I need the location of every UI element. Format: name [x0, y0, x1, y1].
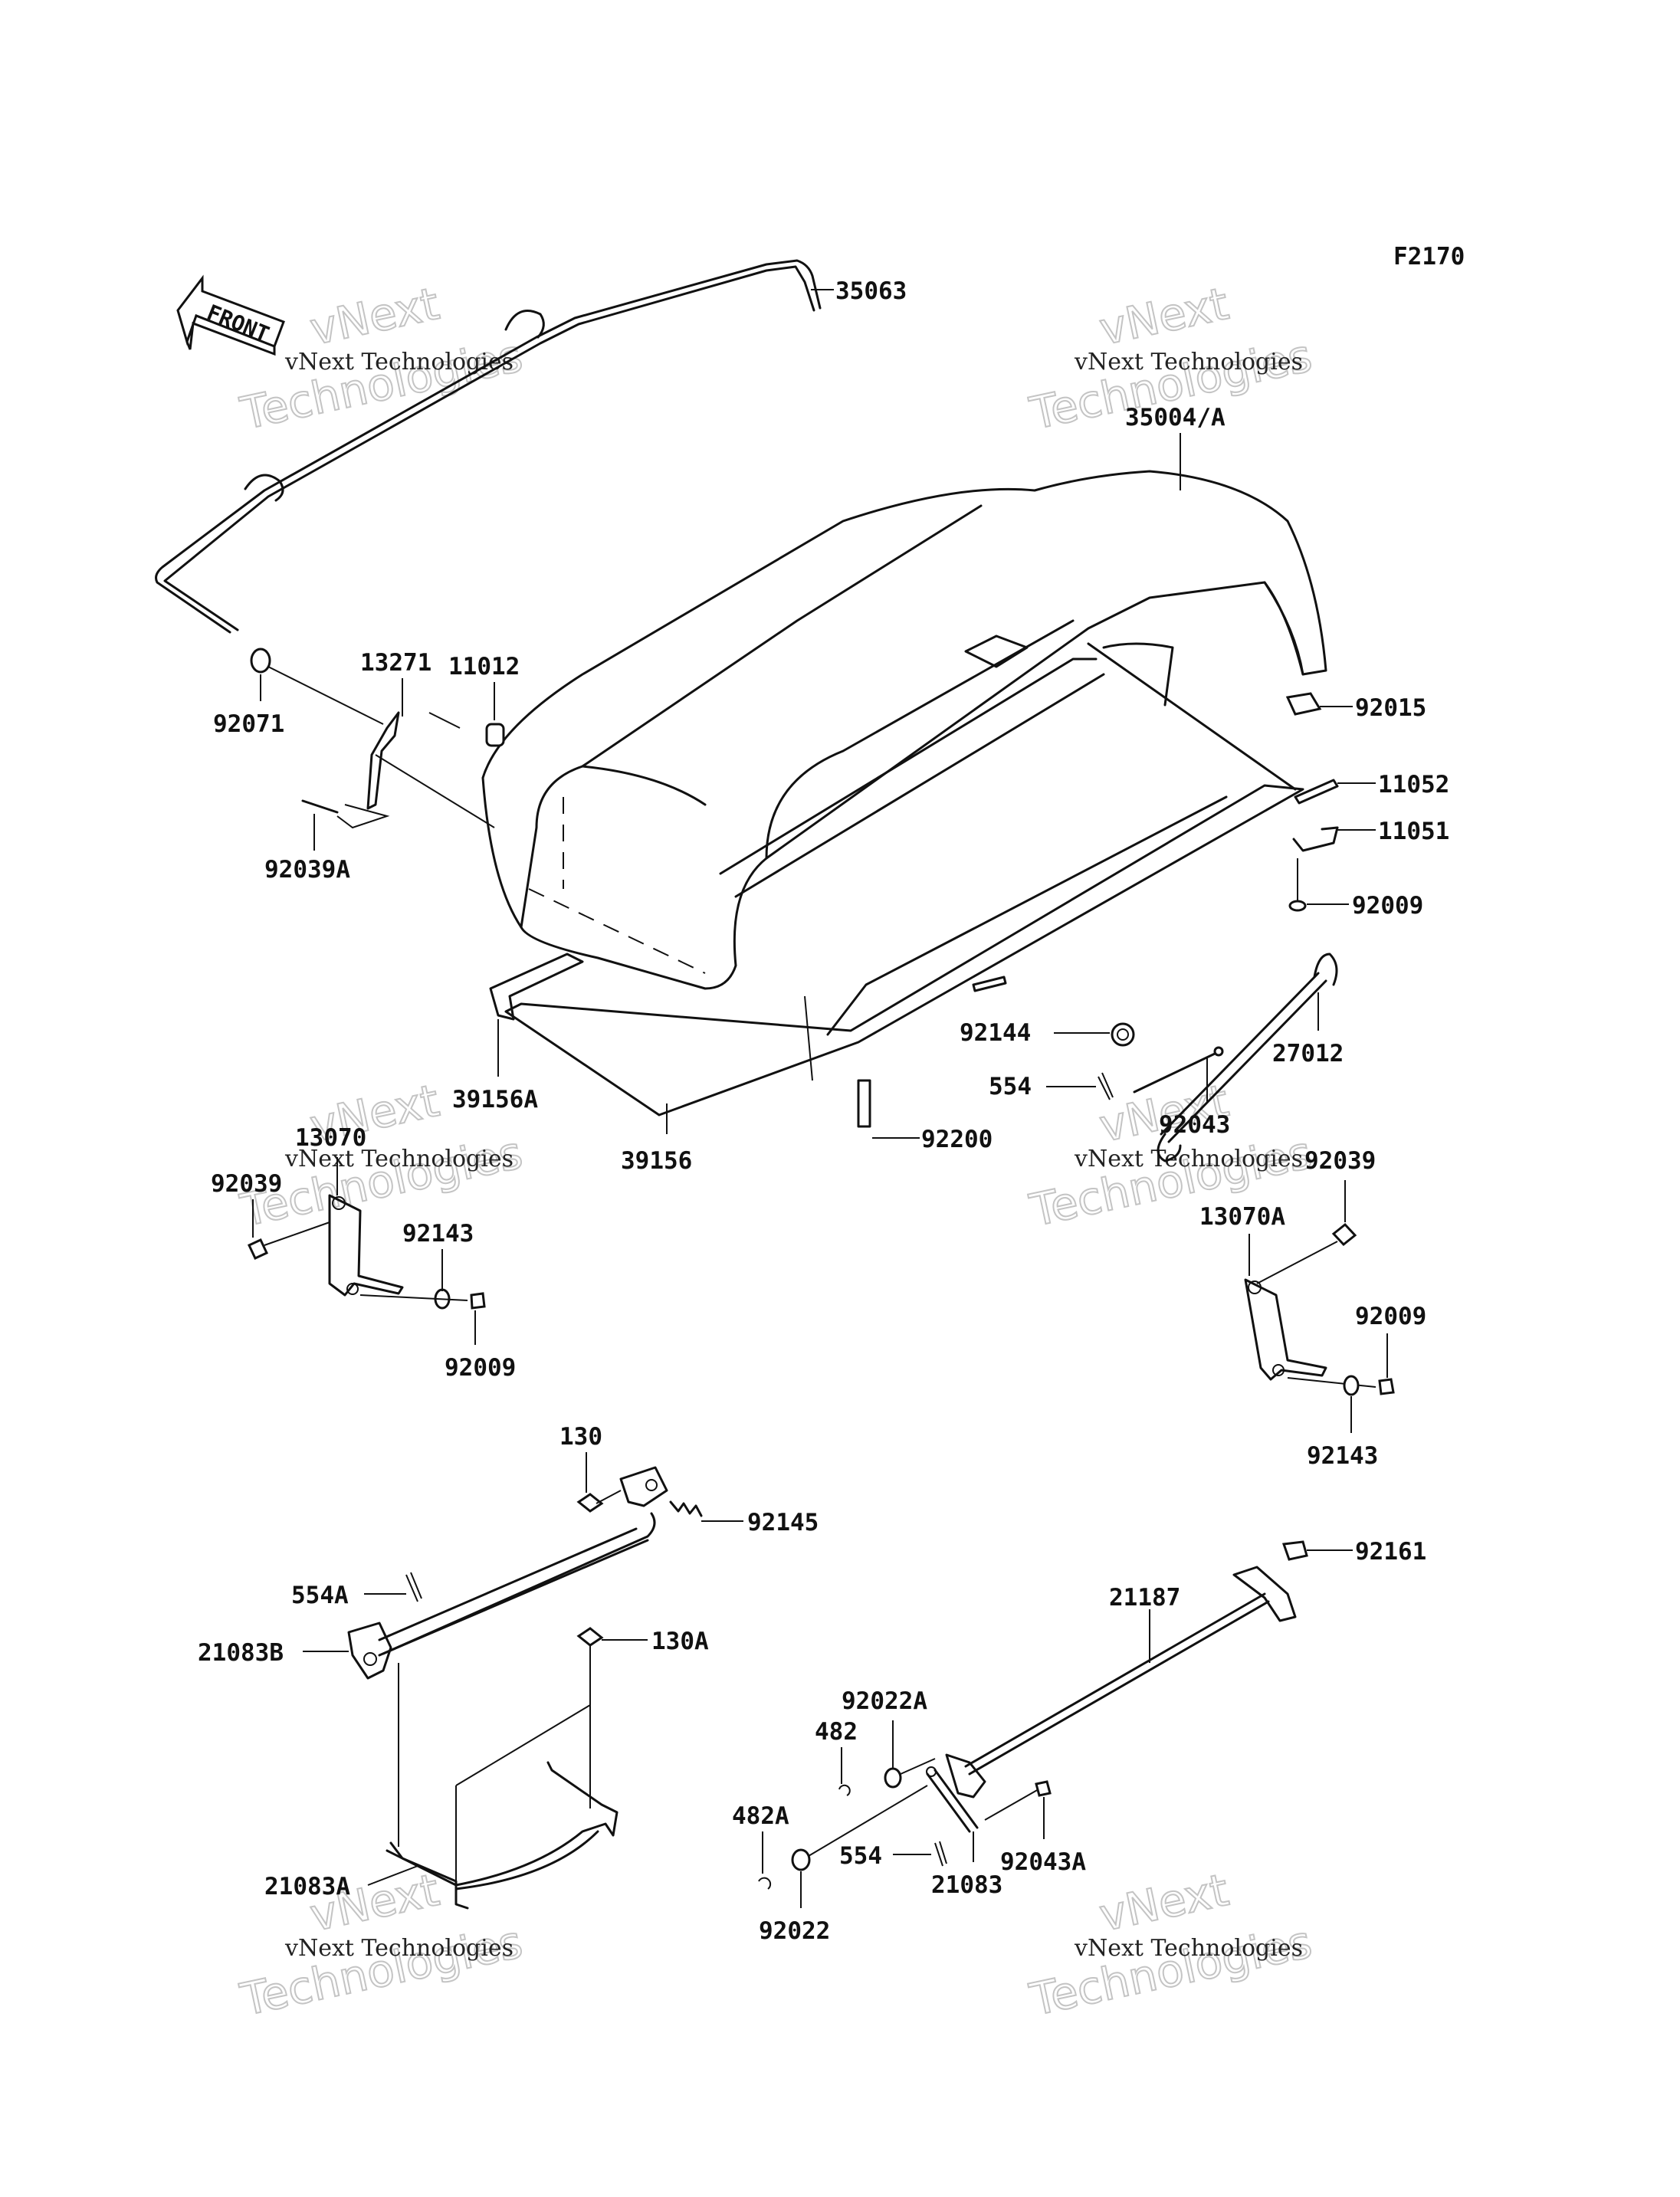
label-21083B: 21083B: [198, 1639, 284, 1667]
label-92039-right: 92039: [1304, 1147, 1376, 1175]
part-92009-bolt-top: [1288, 858, 1307, 912]
label-554A: 554A: [291, 1582, 349, 1609]
part-554A-cotter: [405, 1572, 422, 1602]
label-92161: 92161: [1355, 1538, 1426, 1566]
front-arrow-icon: FRONT: [176, 274, 285, 356]
svg-text:vNext Technologies: vNext Technologies: [284, 349, 514, 375]
label-482: 482: [815, 1718, 858, 1746]
part-92039-bolt-right: [1256, 1222, 1357, 1284]
part-13271-bracket: [366, 711, 400, 810]
svg-text:vNext: vNext: [1095, 277, 1233, 356]
label-92009-top: 92009: [1352, 892, 1423, 920]
part-130-bolt: [576, 1490, 622, 1513]
part-92022-washer: [791, 1785, 928, 1871]
label-21083: 21083: [931, 1871, 1002, 1899]
label-130A: 130A: [651, 1628, 709, 1655]
part-92015-nut: [1285, 692, 1322, 716]
label-11012: 11012: [448, 653, 520, 680]
label-92144: 92144: [960, 1019, 1031, 1047]
label-13070: 13070: [295, 1124, 366, 1152]
svg-text:vNext: vNext: [306, 277, 444, 356]
label-92143-right: 92143: [1307, 1442, 1378, 1470]
svg-text:Technologies: Technologies: [236, 1916, 527, 2026]
svg-text:Technologies: Technologies: [1025, 1916, 1317, 2026]
part-92043A-pin: [984, 1780, 1052, 1821]
part-39156-mat: [504, 642, 1304, 1117]
label-554-bottom: 554: [839, 1842, 882, 1870]
label-11051: 11051: [1378, 818, 1449, 845]
part-554-cotter-bottom: [934, 1841, 947, 1867]
label-35004A: 35004/A: [1125, 404, 1226, 431]
svg-text:vNext Technologies: vNext Technologies: [1074, 349, 1303, 375]
label-92145: 92145: [747, 1509, 819, 1536]
label-92039A: 92039A: [264, 856, 350, 884]
watermark-top-left: vNext Technologies vNext Technologies: [235, 277, 528, 441]
part-92022A-washer: [884, 1758, 936, 1789]
part-554-cotter-top: [1098, 1072, 1114, 1100]
label-92039-left: 92039: [211, 1170, 282, 1198]
part-39156A-strip: [489, 953, 584, 1021]
label-27012: 27012: [1272, 1040, 1344, 1067]
label-92022: 92022: [759, 1917, 830, 1945]
label-92043: 92043: [1159, 1111, 1230, 1139]
part-482-clip: [838, 1784, 851, 1796]
part-92009-bolt-left: [359, 1292, 486, 1310]
label-92022A: 92022A: [842, 1687, 927, 1715]
label-21083A: 21083A: [264, 1873, 350, 1900]
part-21083-lever: [926, 1766, 979, 1833]
part-92143-washer-right: [1343, 1375, 1360, 1396]
svg-text:Technologies: Technologies: [236, 330, 527, 440]
part-21187-rod: [945, 1566, 1297, 1799]
part-130A-bolt: [576, 1627, 604, 1667]
label-482A: 482A: [732, 1802, 789, 1830]
part-21083A-bracket: [386, 1663, 619, 1910]
svg-text:vNext: vNext: [1095, 1864, 1233, 1942]
part-11012-pin: [485, 723, 505, 747]
svg-text:vNext Technologies: vNext Technologies: [1074, 1935, 1303, 1962]
label-35063: 35063: [835, 277, 907, 305]
label-21187: 21187: [1109, 1584, 1180, 1612]
label-39156A: 39156A: [452, 1086, 538, 1113]
part-11051-bracket: [1292, 826, 1339, 852]
svg-text:vNext Technologies: vNext Technologies: [284, 1935, 514, 1962]
label-13271: 13271: [360, 649, 431, 677]
part-482A-clip: [758, 1877, 772, 1890]
part-92043-pin: [1133, 1046, 1224, 1094]
label-13070A: 13070A: [1199, 1203, 1285, 1231]
figure-code: F2170: [1393, 243, 1465, 271]
label-92200: 92200: [921, 1126, 993, 1153]
label-554-top: 554: [989, 1073, 1032, 1100]
label-92143-left: 92143: [402, 1220, 474, 1248]
part-35063-rail: [155, 259, 822, 634]
part-92161-clip: [1281, 1540, 1308, 1561]
part-35004A-body: [481, 470, 1327, 990]
label-92015: 92015: [1355, 694, 1426, 722]
svg-text:vNext Technologies: vNext Technologies: [284, 1146, 514, 1172]
part-92039-bolt-left: [248, 1221, 330, 1260]
part-92039A-clip: [301, 799, 390, 829]
label-92009-left: 92009: [445, 1354, 516, 1382]
part-92009-bolt-right: [1287, 1377, 1395, 1395]
part-92144-spring: [1111, 1022, 1135, 1047]
part-13070-bracket: [328, 1194, 404, 1297]
part-27012-hinge: [1157, 953, 1338, 1162]
part-92145-spring: [669, 1500, 703, 1517]
label-92043A: 92043A: [1000, 1848, 1086, 1876]
svg-text:vNext Technologies: vNext Technologies: [1074, 1146, 1303, 1172]
part-92200-strap: [804, 995, 871, 1128]
part-21083B-latch-rod: [347, 1466, 668, 1680]
label-92009-right: 92009: [1355, 1303, 1426, 1330]
label-130: 130: [559, 1423, 602, 1451]
watermark-bottom-right: vNext Technologies vNext Technologies: [1025, 1863, 1317, 2027]
part-92071-grommet: [250, 648, 271, 674]
part-13070A-bracket: [1244, 1278, 1327, 1381]
part-11052-plate: [972, 779, 1339, 992]
label-11052: 11052: [1378, 771, 1449, 798]
label-39156: 39156: [621, 1147, 692, 1175]
label-92071: 92071: [213, 710, 284, 738]
